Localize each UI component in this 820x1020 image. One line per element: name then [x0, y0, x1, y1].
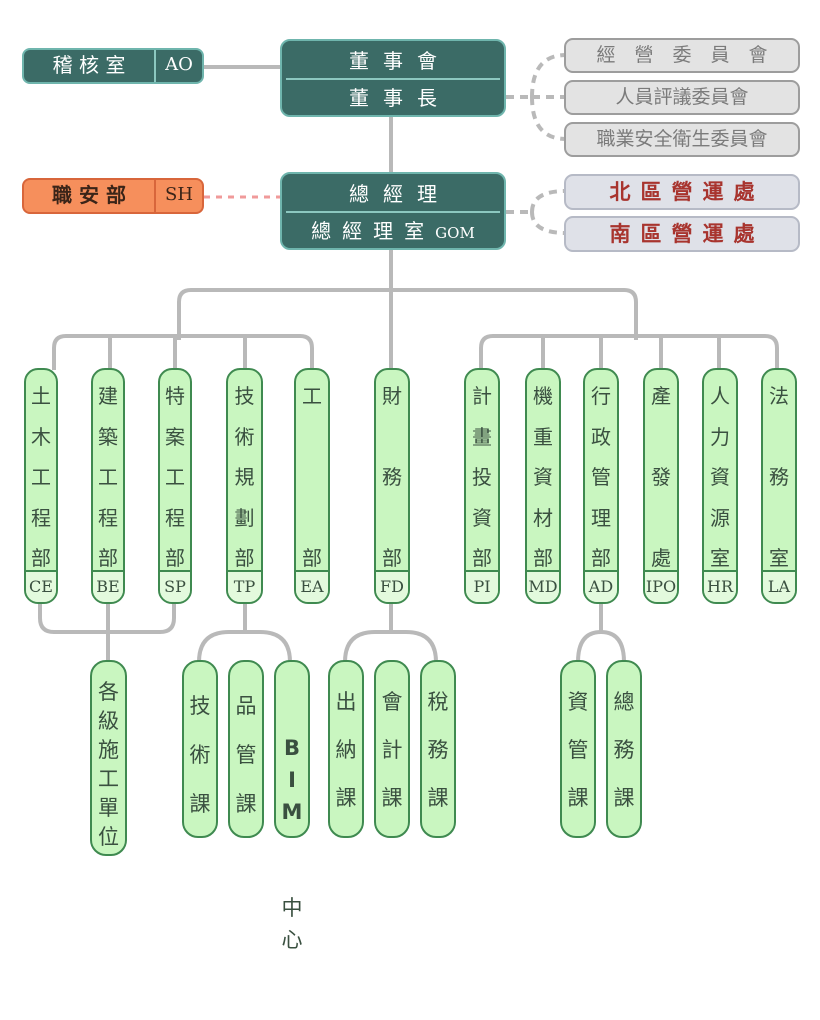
section-quality-name: 品 管 課 [235, 694, 257, 816]
section-bim-prefix: B I M [281, 736, 303, 824]
department-industry-development-name: 產 發 處 [651, 384, 671, 570]
department-finance-name: 財 務 部 [382, 384, 402, 570]
gm-office: 總經理室GOM [282, 214, 504, 250]
department-special-name: 特 案 工 程 部 [165, 384, 185, 570]
department-industry-development: 產 發 處 IPO [643, 368, 679, 604]
department-technical-planning-name: 技 術 規 劃 部 [234, 384, 255, 570]
general-manager: 總經理 [349, 182, 451, 206]
department-administration: 行 政 管 理 部 AD [583, 368, 619, 604]
audit-office-name: 稽 核 室 [52, 53, 126, 77]
board-divider [286, 78, 500, 80]
department-engineering-affairs: 工 部 EA [294, 368, 330, 604]
section-cashier-name: 出 納 課 [335, 690, 357, 810]
safety-department: 職 安 部 SH [22, 178, 204, 214]
org-chart: 稽 核 室 AO 職 安 部 SH 董事會 董事長 總經理 總經理室GOM 經 … [22, 38, 800, 952]
section-technical: 技 術 課 [182, 660, 218, 838]
department-civil: 土 木 工 程 部 CE [24, 368, 58, 604]
section-information-name: 資 管 課 [567, 690, 589, 810]
chairman: 董事長 [349, 86, 451, 110]
section-tax: 稅 務 課 [420, 660, 456, 838]
section-general-affairs: 總 務 課 [606, 660, 642, 838]
department-legal-code: LA [763, 570, 795, 602]
department-legal: 法 務 室 LA [761, 368, 797, 604]
department-planning-investment-name: 計 畫 投 資 部 [472, 384, 492, 570]
section-accounting-name: 會 計 課 [381, 690, 403, 810]
department-civil-code: CE [26, 570, 56, 602]
audit-office-code: AO [154, 50, 202, 82]
section-construction-units: 各 級 施 工 單 位 [90, 660, 127, 856]
department-finance-code: FD [376, 570, 408, 602]
section-tax-name: 稅 務 課 [427, 690, 449, 810]
department-human-resources-code: HR [704, 570, 736, 602]
board-of-directors: 董事會 [349, 49, 451, 73]
department-engineering-affairs-code: EA [296, 570, 328, 602]
region-north: 北區營運處 [564, 174, 800, 210]
department-civil-name: 土 木 工 程 部 [31, 384, 51, 570]
department-special: 特 案 工 程 部 SP [158, 368, 192, 604]
committee-safety-health: 職業安全衛生委員會 [564, 122, 800, 157]
section-information: 資 管 課 [560, 660, 596, 838]
department-planning-investment-code: PI [466, 570, 498, 602]
section-bim-center: B I M 中 心 [274, 660, 310, 952]
gm-office-name: 總經理室 [311, 219, 436, 243]
gm-office-code: GOM [435, 224, 475, 242]
gm-divider [286, 211, 500, 213]
department-machinery-materials-name: 機 重 資 材 部 [533, 384, 553, 570]
safety-department-name: 職 安 部 [52, 183, 126, 207]
committee-personnel: 人員評議委員會 [564, 80, 800, 115]
department-building-name: 建 築 工 程 部 [98, 384, 118, 570]
safety-department-code: SH [154, 180, 202, 212]
department-building: 建 築 工 程 部 BE [91, 368, 125, 604]
section-bim-suffix: 中 心 [281, 896, 303, 952]
connector-lines [38, 53, 779, 663]
section-accounting: 會 計 課 [374, 660, 410, 838]
section-quality: 品 管 課 [228, 660, 264, 838]
department-technical-planning-code: TP [228, 570, 261, 602]
department-human-resources-name: 人 力 資 源 室 [710, 384, 730, 570]
general-manager-box: 總經理 總經理室GOM [280, 172, 506, 250]
board-box: 董事會 董事長 [280, 39, 506, 117]
section-cashier: 出 納 課 [328, 660, 364, 838]
committee-management: 經 營 委 員 會 [564, 38, 800, 73]
region-south: 南區營運處 [564, 216, 800, 252]
department-finance: 財 務 部 FD [374, 368, 410, 604]
department-special-code: SP [160, 570, 190, 602]
section-construction-units-name: 各 級 施 工 單 位 [98, 680, 119, 849]
department-machinery-materials-code: MD [527, 570, 559, 602]
department-planning-investment: 計 畫 投 資 部 PI [464, 368, 500, 604]
section-bim-name: B I M 中 心 [276, 668, 308, 1020]
department-machinery-materials: 機 重 資 材 部 MD [525, 368, 561, 604]
department-building-code: BE [93, 570, 123, 602]
department-administration-code: AD [585, 570, 617, 602]
department-engineering-affairs-name: 工 部 [302, 384, 322, 570]
department-human-resources: 人 力 資 源 室 HR [702, 368, 738, 604]
section-general-affairs-name: 總 務 課 [613, 690, 635, 810]
department-administration-name: 行 政 管 理 部 [591, 384, 611, 570]
section-technical-name: 技 術 課 [189, 694, 211, 816]
department-legal-name: 法 務 室 [769, 384, 789, 570]
department-technical-planning: 技 術 規 劃 部 TP [226, 368, 263, 604]
department-industry-development-code: IPO [645, 570, 677, 602]
audit-office: 稽 核 室 AO [22, 48, 204, 84]
